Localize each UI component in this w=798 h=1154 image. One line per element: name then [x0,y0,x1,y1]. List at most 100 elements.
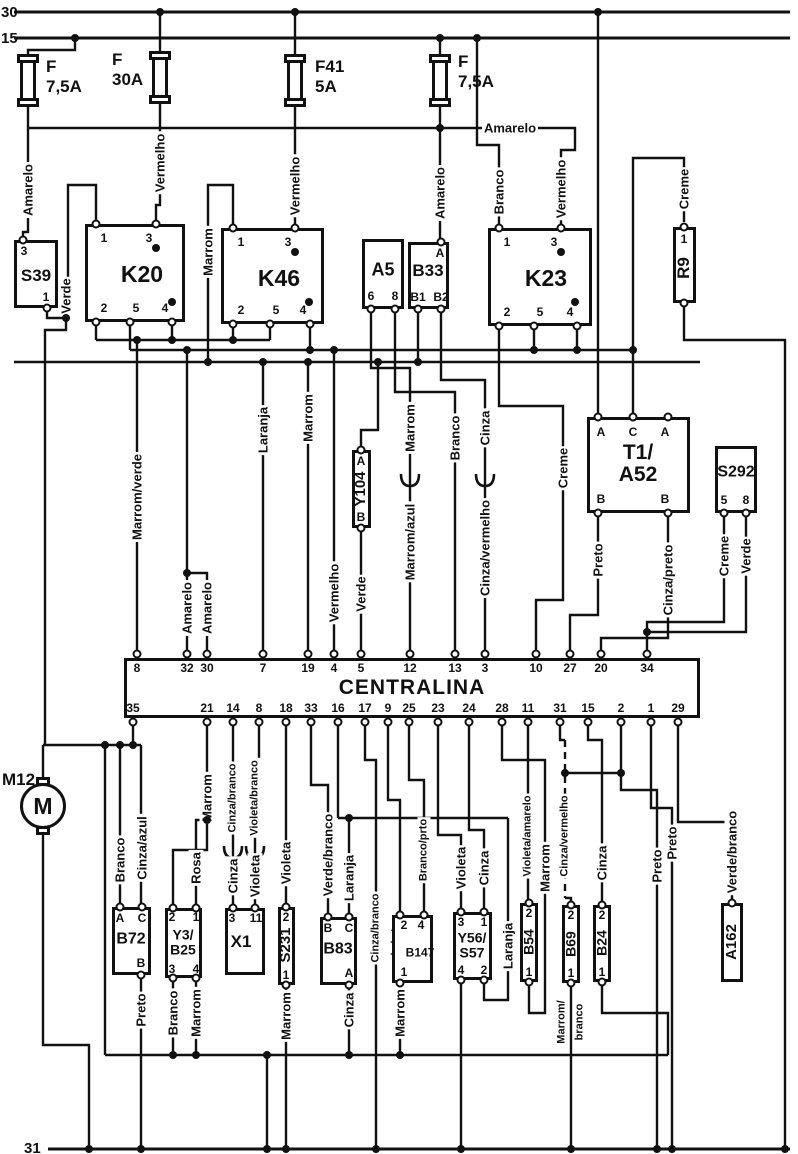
junction-dot-28 [345,814,353,822]
pin-label-b147-4: 4 [417,918,425,932]
pin-t1a52-b [663,508,673,518]
centralina-bottom-pin-label-8: 8 [255,701,263,715]
pin-label-b147-2: 2 [400,918,408,932]
wire-label-laranja-37: Laranja [341,852,357,904]
junction-dot-16 [629,346,637,354]
pin-label-t1a52-c: C [628,425,638,439]
component-b33-label: B33 [412,261,444,281]
wire-label-cinza-46: Cinza [594,843,610,883]
wire-label-branco-19: Branco [447,413,463,463]
wire-label-vermelho-7: Vermelho [553,157,569,221]
pin-a5-6 [366,304,376,314]
centralina-top-pin-27 [565,649,575,659]
component-s292 [715,446,757,513]
centralina-top-pin-20 [596,649,606,659]
pin-label-s231-2: 2 [282,910,290,924]
centralina-bottom-pin-label-18: 18 [279,701,293,715]
centralina-bottom-pin-29 [673,717,683,727]
junction-dot-18 [259,358,267,366]
wire-label-verde-branco-49: Verde/branco [724,808,740,896]
wire-label-violeta-40: Violeta [453,844,469,892]
component-y3b25 [165,908,202,978]
pin-y3b25-3 [168,973,178,983]
pin-b69-2 [566,900,576,910]
bus-label-31: 31 [24,1140,41,1154]
pin-label-b54-1: 1 [525,965,533,979]
junction-dot-8 [133,336,141,344]
centralina-label: CENTRALINA [338,676,486,699]
wire-label-rosa-30: Rosa [188,850,204,886]
pin-k46-5 [265,319,275,329]
pin-label-k20-5: 5 [132,301,140,315]
centralina-bottom-pin-17 [360,717,370,727]
component-b72 [112,907,151,975]
wire-label-creme-25: Creme [716,533,732,579]
pin-b147-4 [419,910,429,920]
motor-cap-top [36,777,50,786]
centralina-bottom-pin-14 [228,717,238,727]
wire-label-preto-47: Preto [649,847,665,885]
pin-label-b147-1: 1 [400,965,408,979]
wire-label-marrom-55: Marrom [392,987,408,1039]
centralina-top-pin-19 [303,649,313,659]
pin-label-k46-5: 5 [272,303,280,317]
junction-dot-33 [263,1051,271,1059]
wire-label-marrom-44: Marrom [537,842,553,894]
component-y104-label: Y104 [352,471,370,507]
junction-dot-27 [203,816,211,824]
pin-x1-3 [228,903,238,913]
wire-label-amarelo-5: Amarelo [432,164,448,222]
component-b83 [320,917,357,985]
junction-dot-34 [345,1051,353,1059]
wire-label-cinza-branco-31: Cinza/branco [226,761,240,835]
centralina-bottom-pin-8 [254,717,264,727]
fuse-41-cap-bottom [284,98,306,107]
pin-label-k20-4: 4 [161,301,169,315]
component-k20 [85,224,185,322]
junction-dot-44 [668,1145,676,1153]
fuse-41-label: F41 5A [315,57,345,97]
component-s231-label: S231 [277,927,295,963]
pin-b69-1 [566,978,576,988]
pin-label-b72-a: A [115,911,125,925]
wire-label-violeta-branco-33: Violeta/branco [248,758,262,838]
junction-dot-49 [305,298,313,306]
pin-x1-11 [250,903,260,913]
pin-s39-1 [42,303,52,313]
wire-label-cinza-41: Cinza [476,848,492,888]
pin-a162-top [727,898,737,908]
component-centralina [124,658,700,718]
junction-dot-21 [414,358,422,366]
component-s292-label: S292 [717,463,755,481]
centralina-bottom-pin-21 [202,717,212,727]
fuse-4-cap-top [429,54,451,63]
pin-s231-1 [281,980,291,990]
component-t1a52 [587,417,690,513]
pin-label-b83-b: B [323,921,333,935]
pin-label-k23-5: 5 [536,305,544,319]
wire-label-verde-1: Verde [58,276,74,316]
pin-label-k23-2: 2 [503,305,511,319]
wire-label-branco-57: branco [573,1001,587,1043]
junction-dot-51 [571,298,579,306]
pin-label-y3b25-1: 1 [192,910,200,924]
pin-b83-a [344,980,354,990]
centralina-top-pin-5 [356,649,366,659]
centralina-top-pin-12 [405,649,415,659]
pin-label-s39-1: 1 [42,290,50,304]
junction-dot-19 [304,358,312,366]
pin-b147-2 [395,910,405,920]
pin-b24-1 [597,977,607,987]
pin-label-k23-1: 1 [503,235,511,249]
centralina-top-pin-label-5: 5 [357,661,365,675]
wire-label-vermelho-2: Vermelho [152,131,168,195]
junction-dot-12 [306,346,314,354]
centralina-top-pin-label-20: 20 [594,661,608,675]
pin-y3b25-2 [168,903,178,913]
junction-dot-43 [653,1145,661,1153]
pin-label-b83-a: A [344,966,354,980]
centralina-top-pin-label-32: 32 [180,661,194,675]
centralina-top-pin-3 [480,649,490,659]
centralina-bottom-pin-24 [464,717,474,727]
wire-label-amarelo-0: Amarelo [20,161,36,219]
